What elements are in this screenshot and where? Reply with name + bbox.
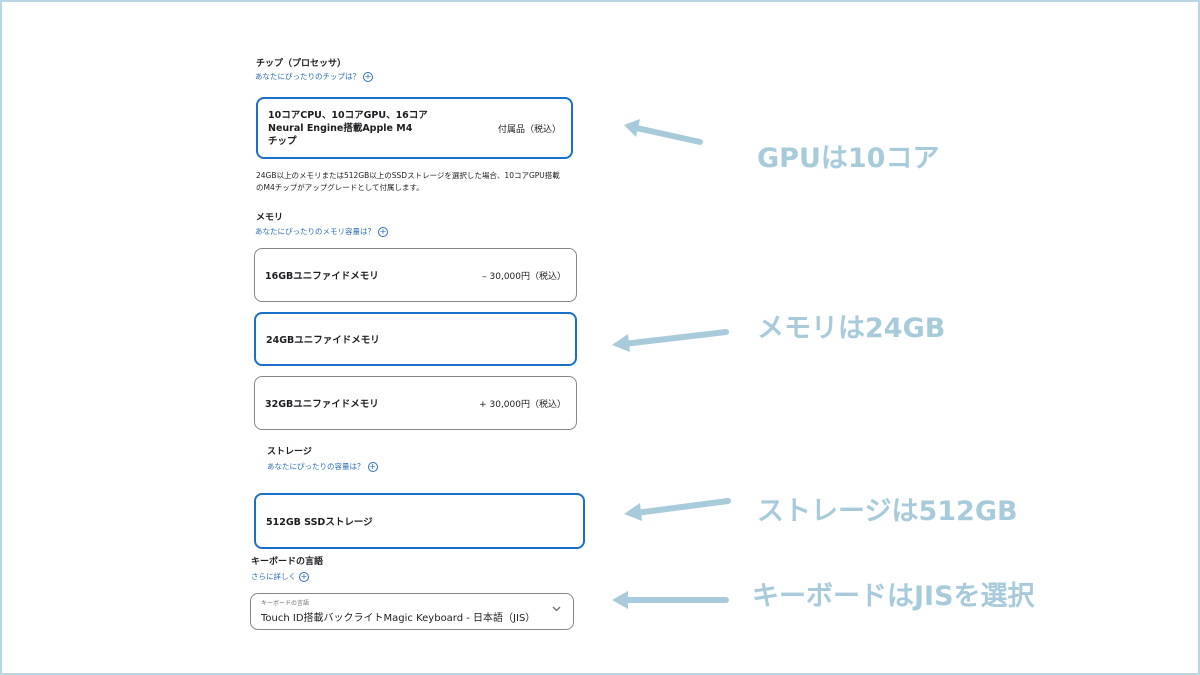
chip-note-line2: のM4チップがアップグレードとして付属します。	[256, 183, 424, 192]
plus-circle-icon: +	[367, 461, 378, 472]
storage-option-512gb[interactable]: 512GB SSDストレージ	[254, 493, 585, 549]
memory-option-24gb[interactable]: 24GBユニファイドメモリ	[254, 312, 577, 366]
chip-note-line1: 24GB以上のメモリまたは512GB以上のSSDストレージを選択した場合、10コ…	[256, 171, 560, 180]
annotation-keyboard: キーボードはJISを選択	[752, 581, 1035, 612]
chip-section-title: チップ（プロセッサ）	[256, 59, 347, 69]
memory-option-label: 24GBユニファイドメモリ	[266, 335, 380, 346]
arrow-left-icon	[624, 119, 703, 145]
memory-option-price: – 30,000円（税込）	[482, 271, 566, 282]
arrow-left-icon	[624, 498, 731, 521]
keyboard-help-label: さらに詳しく	[251, 572, 296, 581]
memory-section-title: メモリ	[256, 213, 284, 223]
chip-upgrade-note: 24GB以上のメモリまたは512GB以上のSSDストレージを選択した場合、10コ…	[256, 170, 576, 194]
storage-option-label: 512GB SSDストレージ	[266, 517, 373, 528]
storage-help-label: あなたにぴったりの容量は？	[267, 462, 365, 471]
storage-section-title: ストレージ	[267, 447, 312, 457]
memory-option-label: 16GBユニファイドメモリ	[265, 271, 379, 282]
memory-help-link[interactable]: あなたにぴったりのメモリ容量は？ +	[255, 226, 388, 237]
keyboard-section-title: キーボードの言語	[251, 557, 324, 567]
chip-option-line3: チップ	[268, 135, 297, 147]
annotation-storage: ストレージは512GB	[757, 496, 1018, 527]
chip-option-line2: Neural Engine搭載Apple M4	[268, 122, 413, 134]
keyboard-help-link[interactable]: さらに詳しく +	[251, 571, 309, 582]
memory-option-16gb[interactable]: 16GBユニファイドメモリ – 30,000円（税込）	[254, 248, 577, 302]
arrow-left-icon	[612, 329, 729, 352]
keyboard-select-value: Touch ID搭載バックライトMagic Keyboard - 日本語（JIS…	[261, 613, 536, 624]
memory-option-32gb[interactable]: 32GBユニファイドメモリ + 30,000円（税込）	[254, 376, 577, 430]
plus-circle-icon: +	[378, 226, 388, 237]
chip-option-line1: 10コアCPU、10コアGPU、16コア	[268, 109, 428, 121]
plus-circle-icon: +	[299, 571, 309, 582]
storage-help-link[interactable]: あなたにぴったりの容量は？ +	[267, 461, 378, 472]
memory-option-price: + 30,000円（税込）	[479, 399, 566, 410]
memory-option-label: 32GBユニファイドメモリ	[265, 399, 379, 410]
memory-help-label: あなたにぴったりのメモリ容量は？	[255, 227, 375, 236]
keyboard-language-select[interactable]: キーボードの言語 Touch ID搭載バックライトMagic Keyboard …	[250, 593, 574, 630]
annotation-memory: メモリは24GB	[757, 313, 946, 344]
plus-circle-icon: +	[363, 71, 373, 82]
chip-option-label: 10コアCPU、10コアGPU、16コア Neural Engine搭載Appl…	[268, 109, 438, 148]
keyboard-select-caption: キーボードの言語	[261, 600, 310, 607]
chip-help-label: あなたにぴったりのチップは？	[255, 72, 360, 81]
chip-help-link[interactable]: あなたにぴったりのチップは？ +	[255, 71, 373, 82]
annotation-gpu: GPUは10コア	[757, 143, 940, 174]
chip-option-price: 付属品（税込）	[497, 124, 561, 135]
arrow-left-icon	[612, 591, 729, 609]
chevron-down-icon	[552, 606, 561, 612]
chip-option-m4[interactable]: 10コアCPU、10コアGPU、16コア Neural Engine搭載Appl…	[256, 97, 573, 159]
